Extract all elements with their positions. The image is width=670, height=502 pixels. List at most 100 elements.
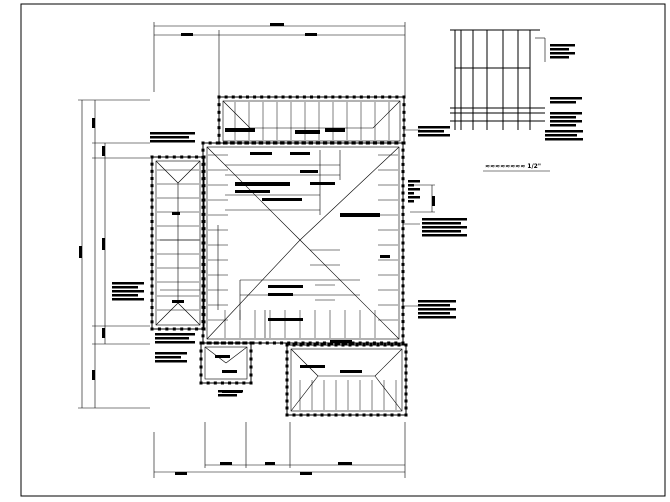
edge-block <box>253 95 257 99</box>
note-text-block <box>418 300 456 303</box>
edge-block <box>362 413 366 417</box>
edge-block <box>401 262 405 266</box>
edge-block <box>157 155 161 159</box>
edge-block <box>285 392 289 396</box>
note-text-block <box>155 360 187 363</box>
edge-block <box>402 95 406 99</box>
edge-block <box>150 220 154 223</box>
edge-block <box>244 141 248 145</box>
edge-block <box>358 341 362 345</box>
edge-block <box>213 341 217 345</box>
edge-block <box>404 378 408 382</box>
edge-block <box>208 141 212 145</box>
edge-block <box>213 381 217 385</box>
edge-block <box>355 343 359 347</box>
edge-block <box>202 284 206 288</box>
note-text-block <box>418 316 456 319</box>
edge-block <box>401 198 405 202</box>
edge-block <box>376 413 380 417</box>
edge-block <box>365 341 369 345</box>
edge-block <box>376 343 380 347</box>
edge-block <box>231 141 235 145</box>
edge-block <box>310 95 313 99</box>
detail-title: ≈≈≈≈≈≈≈≈ 1/2" <box>485 163 541 170</box>
edge-block <box>150 320 154 324</box>
edge-block <box>383 343 387 347</box>
edge-block <box>202 313 206 317</box>
edge-block <box>217 103 221 107</box>
edge-block <box>402 118 406 122</box>
edge-block <box>267 95 271 99</box>
edge-block <box>404 399 408 403</box>
edge-block <box>348 413 352 417</box>
note-text-block <box>408 184 414 187</box>
plan-label-block <box>300 365 325 368</box>
edge-block <box>285 378 289 382</box>
edge-block <box>202 255 206 259</box>
edge-block <box>287 341 291 345</box>
edge-block <box>249 357 253 361</box>
edge-block <box>402 110 406 114</box>
edge-block <box>337 141 341 145</box>
detail-note-block <box>550 56 569 59</box>
edge-block <box>215 141 219 145</box>
edge-block <box>295 95 299 99</box>
edge-block <box>238 141 242 145</box>
plan-label-block <box>250 152 272 155</box>
edge-block <box>380 341 384 345</box>
note-text-block <box>155 341 195 344</box>
top-dimension-string <box>153 22 406 96</box>
detail-note-block <box>550 44 575 47</box>
edge-block <box>202 191 206 195</box>
edge-block <box>401 334 405 338</box>
note-text-block <box>422 226 467 229</box>
edge-block <box>150 184 154 188</box>
edge-block <box>251 141 255 145</box>
edge-block <box>258 341 262 345</box>
edge-block <box>299 413 303 417</box>
dimension-text-block <box>432 196 435 206</box>
detail-note-block <box>545 130 583 133</box>
edge-block <box>292 413 296 417</box>
edge-block <box>315 341 319 345</box>
edge-block <box>150 263 154 266</box>
edge-block <box>206 381 210 385</box>
note-text-block <box>418 312 450 315</box>
edge-block <box>202 212 206 216</box>
edge-block <box>187 327 191 331</box>
edge-block <box>387 341 391 345</box>
edge-block <box>401 312 405 316</box>
edge-block <box>202 234 206 238</box>
edge-block <box>202 162 206 166</box>
edge-block <box>199 365 203 369</box>
edge-block <box>374 95 378 99</box>
garage-roof <box>286 344 407 416</box>
edge-block <box>150 241 154 245</box>
edge-block <box>150 270 154 274</box>
edge-block <box>390 413 394 417</box>
note-text-block <box>408 192 414 195</box>
plan-label-block <box>222 370 237 373</box>
edge-block <box>258 141 262 145</box>
edge-block <box>217 110 221 114</box>
edge-block <box>404 406 408 410</box>
plan-label-block <box>235 190 270 193</box>
edge-block <box>202 198 206 202</box>
note-text-block <box>150 140 195 143</box>
edge-block <box>260 95 264 99</box>
edge-block <box>172 155 176 159</box>
plan-label-block <box>300 170 318 173</box>
note-text-block <box>422 230 461 233</box>
note-text-block <box>112 298 144 301</box>
note-text-block <box>418 134 450 137</box>
edge-block <box>381 95 385 99</box>
plan-label-block <box>235 182 290 186</box>
edge-block <box>383 413 387 417</box>
edge-block <box>401 248 405 252</box>
note-text-block <box>418 126 450 129</box>
edge-block <box>401 191 405 195</box>
edge-block <box>217 118 221 122</box>
edge-block <box>404 350 408 354</box>
edge-block <box>341 413 345 417</box>
